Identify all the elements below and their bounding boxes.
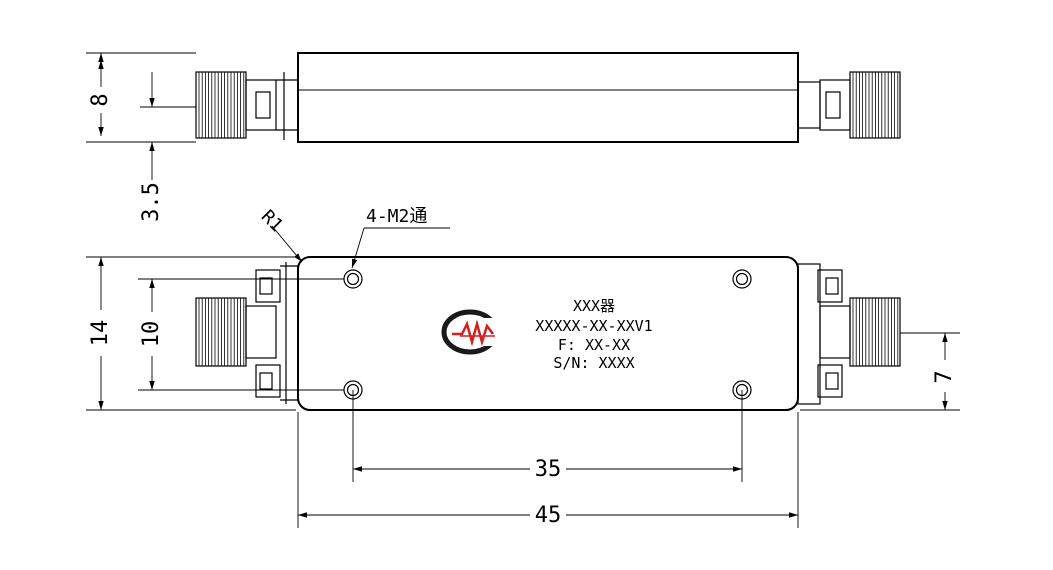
label-line-3: F: XX-XX — [558, 336, 630, 354]
company-logo — [441, 309, 502, 355]
side-left-connector — [195, 71, 298, 140]
dimension-35: 35 — [535, 457, 562, 482]
thread-pattern — [198, 72, 245, 138]
dimension-7: 7 — [932, 370, 957, 383]
dimension-14: 14 — [88, 320, 113, 347]
thread-pattern — [852, 72, 899, 138]
mounting-hole — [343, 269, 363, 289]
holes-note: 4-M2通 — [366, 206, 427, 227]
dimension-3-5: 3.5 — [139, 182, 164, 222]
side-right-connector — [797, 71, 901, 139]
side-view-body — [297, 52, 799, 143]
dimension-45: 45 — [535, 503, 562, 528]
thread-pattern — [198, 298, 245, 366]
side-view: 8 3.5 — [86, 52, 901, 222]
label-line-2: XXXXX-XX-XXV1 — [535, 317, 652, 335]
product-label: XXX器 XXXXX-XX-XXV1 F: XX-XX S/N: XXXX — [535, 297, 652, 372]
plan-left-connector — [195, 262, 298, 404]
mounting-hole — [732, 269, 752, 289]
plan-view: XXX器 XXXXX-XX-XXV1 F: XX-XX S/N: XXXX R1… — [86, 206, 960, 528]
radius-note: R1 — [257, 206, 287, 236]
dimension-8: 8 — [88, 93, 113, 106]
label-line-4: S/N: XXXX — [553, 354, 634, 372]
label-line-1: XXX器 — [573, 297, 615, 315]
thread-pattern — [852, 298, 899, 366]
plan-right-connector — [797, 263, 901, 405]
dimension-10: 10 — [139, 321, 164, 348]
